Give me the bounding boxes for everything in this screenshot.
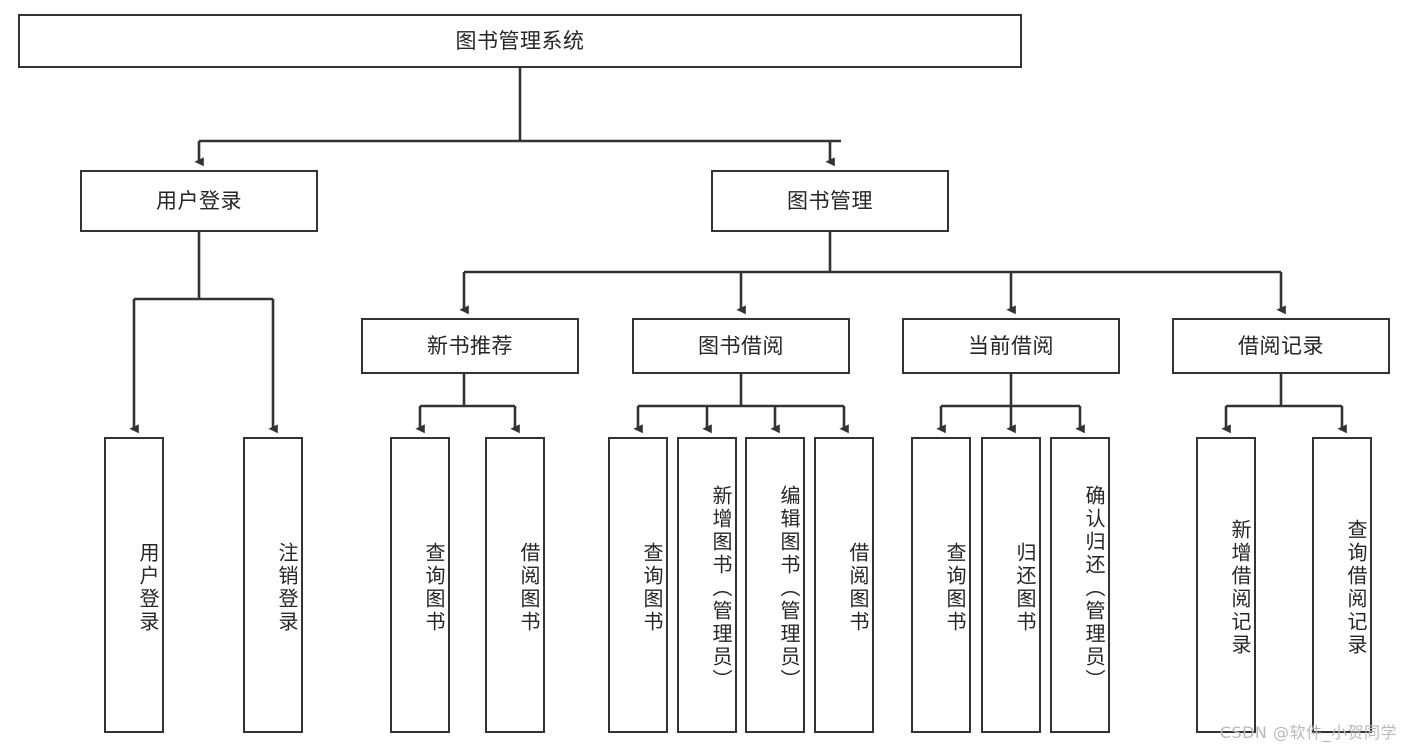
node-leaf-confirm-return-admin[interactable]: 确认归还（管理员） [1050,437,1110,733]
node-leaf-query-book-borrow-label: 查询图书 [640,542,664,634]
node-leaf-borrow-book-label: 借阅图书 [846,542,870,634]
node-borrow-record-label: 借阅记录 [1238,333,1324,358]
node-leaf-user-logout-label: 注销登录 [275,542,299,634]
node-leaf-query-book-current[interactable]: 查询图书 [911,437,971,733]
node-leaf-user-login-label: 用户登录 [136,542,160,634]
node-leaf-user-logout[interactable]: 注销登录 [243,437,303,733]
node-leaf-add-borrow-record-label: 新增借阅记录 [1228,519,1252,657]
node-leaf-add-book-admin-label: 新增图书（管理员） [709,484,733,692]
node-user-login[interactable]: 用户登录 [80,170,318,232]
node-book-manage[interactable]: 图书管理 [711,170,949,232]
node-book-borrow-label: 图书借阅 [698,333,784,358]
node-leaf-user-login[interactable]: 用户登录 [104,437,164,733]
node-leaf-borrow-book-recommend[interactable]: 借阅图书 [485,437,545,733]
node-current-borrow-label: 当前借阅 [968,333,1054,358]
watermark: CSDN @软件_小贺同学 [1219,723,1397,742]
node-leaf-add-book-admin[interactable]: 新增图书（管理员） [677,437,737,733]
node-leaf-confirm-return-admin-label: 确认归还（管理员） [1082,484,1106,692]
node-root-label: 图书管理系统 [455,28,585,53]
node-new-book-recommend-label: 新书推荐 [427,333,513,358]
node-leaf-query-borrow-record[interactable]: 查询借阅记录 [1312,437,1372,733]
node-book-manage-label: 图书管理 [787,188,873,213]
node-leaf-edit-book-admin-label: 编辑图书（管理员） [777,484,801,692]
node-leaf-borrow-book[interactable]: 借阅图书 [814,437,874,733]
node-user-login-label: 用户登录 [156,188,242,213]
node-borrow-record[interactable]: 借阅记录 [1172,318,1390,374]
node-leaf-edit-book-admin[interactable]: 编辑图书（管理员） [745,437,805,733]
node-leaf-query-borrow-record-label: 查询借阅记录 [1344,519,1368,657]
node-new-book-recommend[interactable]: 新书推荐 [361,318,579,374]
node-leaf-borrow-book-recommend-label: 借阅图书 [517,542,541,634]
node-leaf-query-book-borrow[interactable]: 查询图书 [608,437,668,733]
node-book-borrow[interactable]: 图书借阅 [632,318,850,374]
node-leaf-return-book-label: 归还图书 [1013,542,1037,634]
node-root[interactable]: 图书管理系统 [18,14,1022,68]
node-current-borrow[interactable]: 当前借阅 [902,318,1120,374]
node-leaf-query-book-recommend[interactable]: 查询图书 [390,437,450,733]
node-leaf-return-book[interactable]: 归还图书 [981,437,1041,733]
node-leaf-query-book-current-label: 查询图书 [943,542,967,634]
node-leaf-query-book-recommend-label: 查询图书 [422,542,446,634]
node-leaf-add-borrow-record[interactable]: 新增借阅记录 [1196,437,1256,733]
